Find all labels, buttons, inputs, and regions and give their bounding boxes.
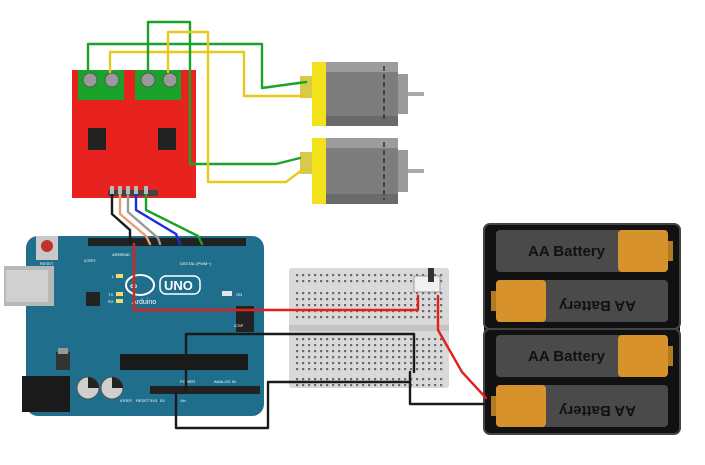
wire-black-signal (110, 190, 132, 246)
wire-black-arduino-gnd (184, 332, 416, 394)
battery-label: AA Battery (558, 297, 636, 314)
driver-pin-row (110, 186, 148, 194)
icsp-label: ICSP (234, 323, 244, 328)
vin-label: Vin (180, 398, 186, 403)
wire-yellow-motor-top (108, 50, 308, 98)
digital-label: DIGITAL (PWM~) (180, 261, 212, 266)
battery-pack: AA Battery AA Battery AA Battery AA Batt… (483, 223, 681, 435)
dc-motor-bottom (300, 138, 424, 204)
battery-label: AA Battery (528, 243, 606, 260)
dc-motor-top (300, 62, 424, 126)
digital-header (88, 238, 246, 246)
battery-cell: AA Battery (491, 280, 668, 322)
power-jack (22, 376, 70, 412)
battery-label: AA Battery (558, 402, 636, 419)
icsp-header (236, 306, 254, 332)
motor-driver-board (72, 70, 196, 198)
reset-label: RESET (40, 261, 54, 266)
power-label: POWER (180, 379, 195, 384)
wires (86, 20, 488, 430)
wire-green-signal (144, 190, 204, 246)
wire-red-battery (436, 294, 488, 400)
v33-label: 3V3 (150, 398, 158, 403)
wire-yellow-motor-bottom (166, 30, 304, 184)
wire-gray-signal (126, 190, 162, 246)
gnd-label: GND (121, 252, 130, 257)
icsp2-label: ICSP2 (84, 258, 96, 263)
wire-blue-signal (134, 190, 182, 246)
wire-green-motor-top (86, 42, 308, 90)
screw-icon (162, 72, 178, 88)
wire-black-battery (408, 370, 486, 406)
battery-label: AA Battery (528, 348, 606, 365)
aref-label: AREF (112, 252, 123, 257)
breadboard-holes (296, 274, 443, 387)
v5-label: 5V (160, 398, 165, 403)
on-label: ON (236, 292, 242, 297)
reset-pin-label: RESET (136, 398, 150, 403)
driver-header-pins (108, 190, 158, 196)
brand-label: Arduino (132, 299, 156, 306)
power-analog-header (150, 386, 260, 394)
microcontroller-chip (120, 354, 248, 370)
battery-cell: AA Battery (491, 385, 668, 427)
rx-label: RX (108, 299, 114, 304)
ioref-label: IOREF (120, 398, 133, 403)
arduino-uno-board: RESET ∞ UNO Arduino DIGITAL (PWM~) ICSP2… (4, 236, 264, 416)
battery-cell: AA Battery (496, 335, 673, 377)
model-label: UNO (164, 278, 193, 293)
tx-label: TX (108, 292, 113, 297)
driver-chip-right (158, 128, 176, 150)
wire-green-motor-bottom (146, 20, 302, 166)
screw-icon (82, 72, 98, 88)
driver-chip-left (88, 128, 106, 150)
wire-orange-signal (118, 190, 152, 246)
battery-cell: AA Battery (496, 230, 673, 272)
breadboard (289, 268, 449, 388)
screw-icon (104, 72, 120, 88)
analog-label: ANALOG IN (214, 379, 236, 384)
l-label: L (112, 274, 115, 279)
wire-red-power (132, 242, 420, 312)
screw-icon (140, 72, 156, 88)
wire-black-arduino-gnd-2 (174, 380, 412, 430)
slide-switch (413, 268, 441, 293)
